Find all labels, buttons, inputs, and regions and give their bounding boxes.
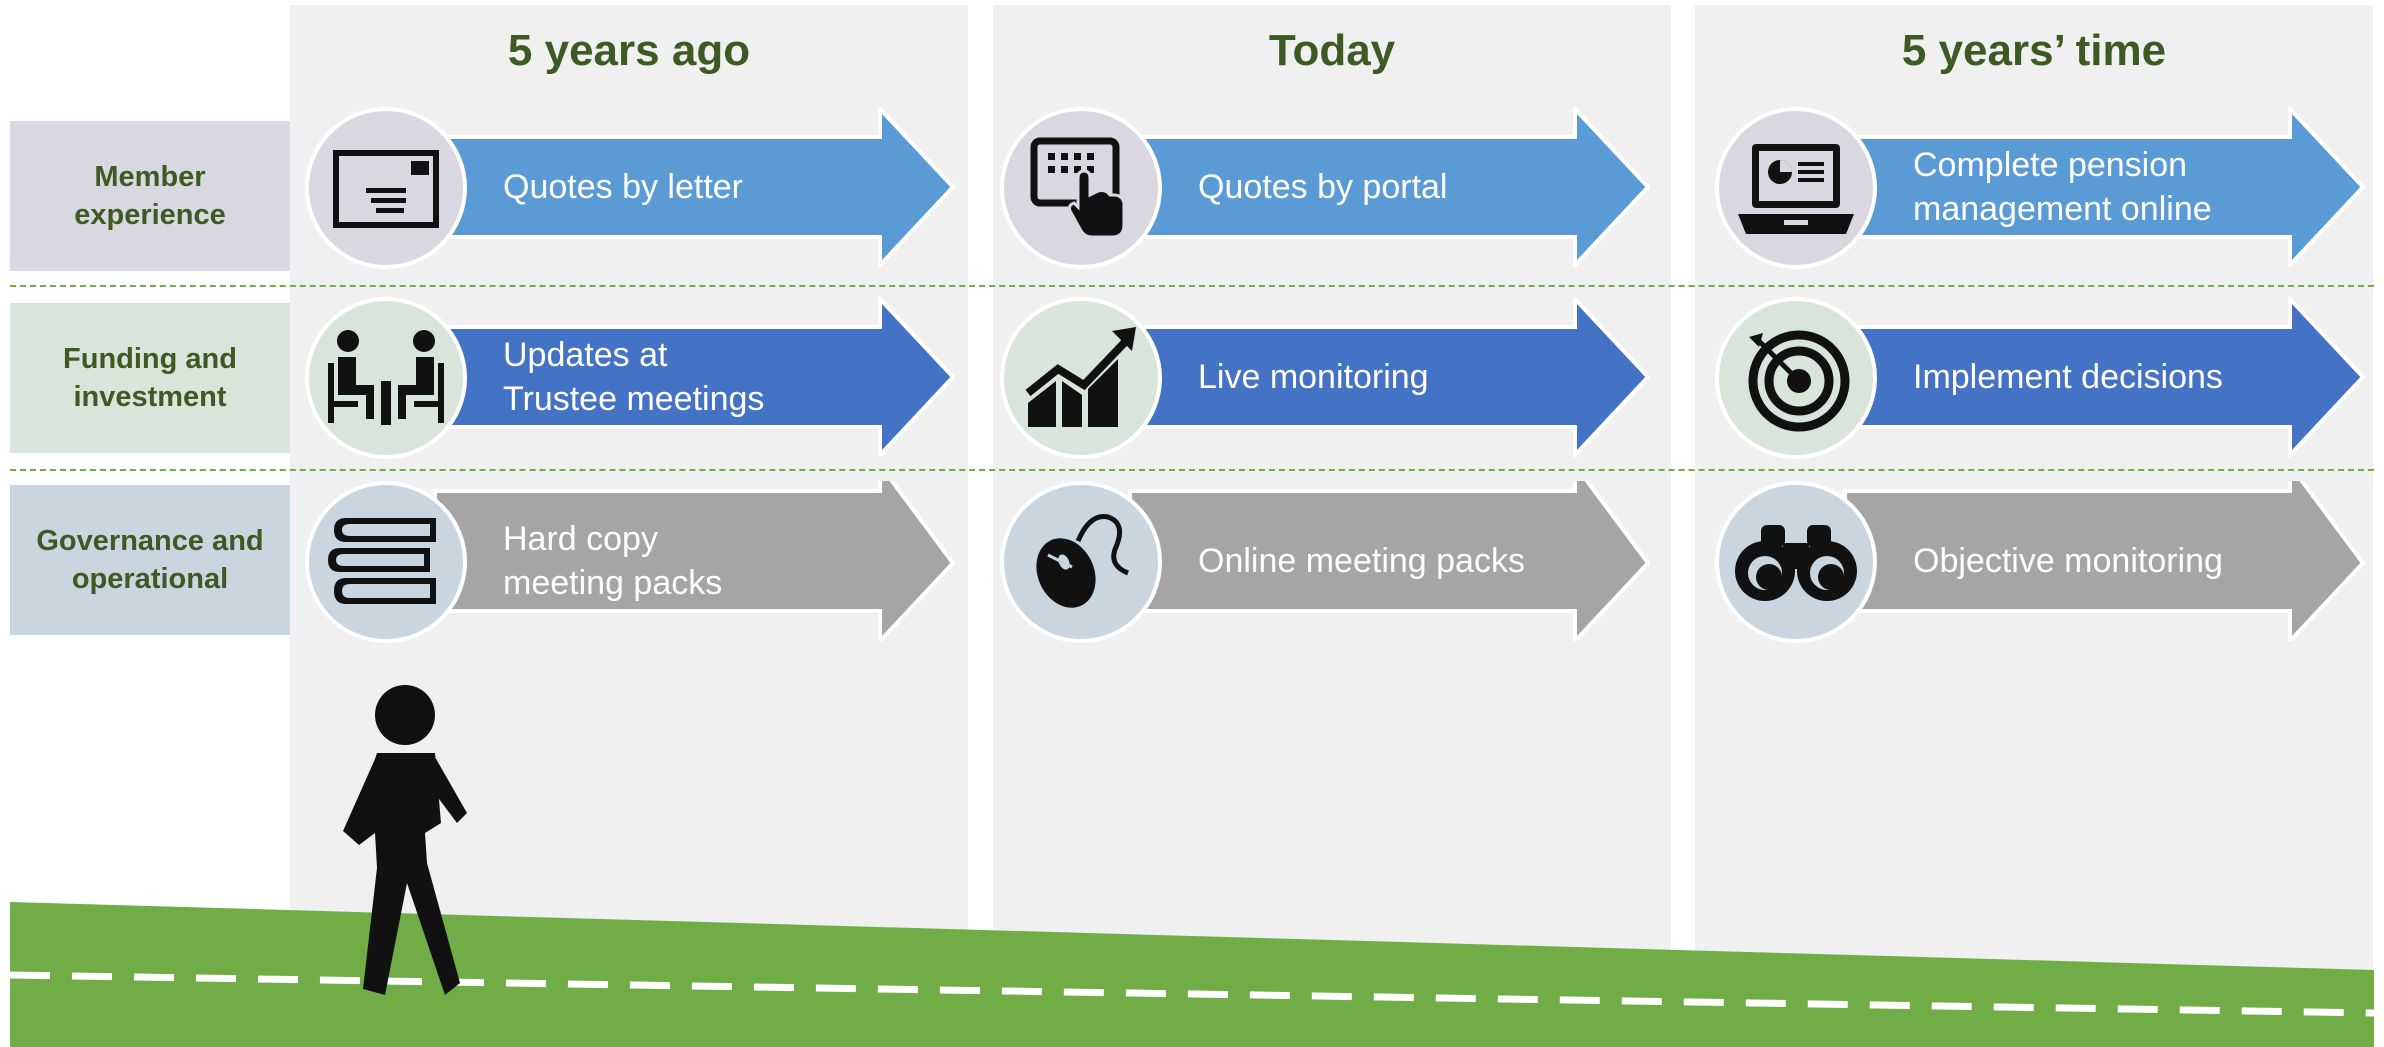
item-label: Hard copy meeting packs	[503, 520, 723, 602]
item-objective-monitoring: Objective monitoring	[1715, 481, 2365, 643]
icon-circle	[1000, 481, 1162, 643]
binoculars-icon	[1735, 525, 1857, 601]
icon-circle	[1715, 481, 1877, 643]
item-label: Implement decisions	[1913, 358, 2223, 396]
icon-circle	[1715, 297, 1877, 459]
arrow-shape	[1128, 297, 1650, 457]
item-quotes-by-letter: Quotes by letter	[305, 107, 955, 269]
icon-circle	[305, 107, 467, 269]
row-divider	[10, 285, 2374, 287]
item-updates-trustee-meetings: Updates at Trustee meetings	[305, 297, 955, 459]
laptop-dashboard-icon	[1738, 144, 1854, 234]
arrow-shape	[1843, 297, 2365, 457]
row-label-member-experience: Member experience	[10, 121, 290, 271]
item-label: Updates at Trustee meetings	[503, 336, 765, 418]
item-implement-decisions: Implement decisions	[1715, 297, 2365, 459]
computer-mouse-icon	[1036, 514, 1130, 608]
item-live-monitoring: Live monitoring	[1000, 297, 1650, 459]
envelope-icon	[333, 150, 439, 228]
item-hard-copy-meeting-packs: Hard copy meeting packs	[305, 481, 955, 643]
arrow-shape	[1843, 481, 2365, 641]
arrow-shape	[433, 107, 955, 267]
icon-circle	[305, 481, 467, 643]
icon-circle	[305, 297, 467, 459]
arrow-shape	[1128, 107, 1650, 267]
walking-person-icon	[343, 685, 467, 995]
books-icon	[328, 518, 436, 604]
arrow-shape	[433, 297, 955, 457]
row-divider	[10, 469, 2374, 471]
item-label: Complete pension management online	[1913, 146, 2212, 228]
item-label: Online meeting packs	[1198, 542, 1525, 580]
icon-circle	[1715, 107, 1877, 269]
target-icon	[1748, 330, 1850, 432]
icon-circle	[1000, 107, 1162, 269]
item-complete-pension-management: Complete pension management online	[1715, 107, 2365, 269]
growth-chart-icon	[1025, 327, 1136, 427]
item-label: Live monitoring	[1198, 358, 1429, 396]
column-title: Today	[1268, 26, 1396, 75]
item-quotes-by-portal: Quotes by portal	[1000, 107, 1650, 269]
row-label-governance-operational: Governance and operational	[10, 485, 290, 635]
arrow-shape	[433, 481, 955, 641]
item-online-meeting-packs: Online meeting packs	[1000, 481, 1650, 643]
item-label: Quotes by portal	[1198, 168, 1448, 206]
column-title: 5 years ago	[507, 26, 751, 75]
column-title: 5 years’ time	[1901, 26, 2167, 75]
arrow-shape	[1128, 481, 1650, 641]
touch-tablet-icon	[1030, 137, 1126, 239]
meeting-people-icon	[328, 330, 444, 425]
arrow-shape	[1843, 107, 2365, 267]
item-label: Quotes by letter	[503, 168, 744, 206]
icon-circle	[1000, 297, 1162, 459]
row-label-funding-investment: Funding and investment	[10, 303, 290, 453]
item-label: Objective monitoring	[1913, 542, 2223, 580]
